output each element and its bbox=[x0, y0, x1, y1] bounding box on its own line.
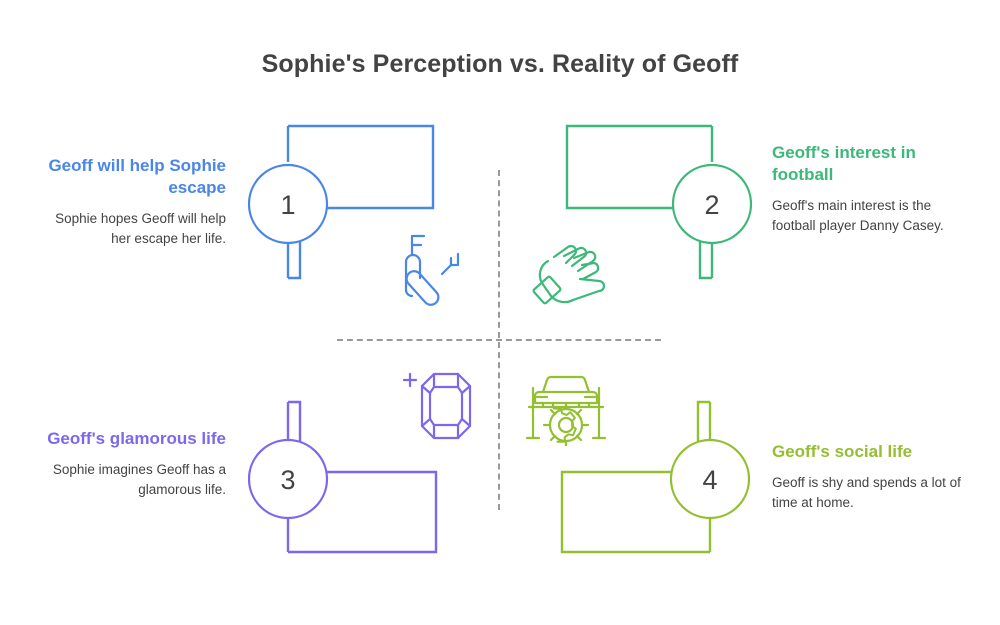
quadrant-shape-3[interactable]: 3 bbox=[248, 392, 448, 562]
quadrant-text-2: Geoff's interest in football Geoff's mai… bbox=[772, 142, 962, 235]
quadrant-number-1: 1 bbox=[280, 190, 295, 220]
page-title: Sophie's Perception vs. Reality of Geoff bbox=[261, 50, 739, 78]
quadrant-shape-1[interactable]: 1 bbox=[248, 118, 443, 288]
key-icon bbox=[404, 234, 460, 306]
divider-vertical bbox=[498, 170, 500, 510]
quadrant-number-4: 4 bbox=[702, 465, 717, 495]
quadrant-number-circle-4[interactable] bbox=[669, 438, 751, 520]
quadrant-number-circle-3[interactable] bbox=[248, 438, 329, 520]
glove-icon bbox=[532, 244, 606, 305]
quadrant-body-1: Sophie hopes Geoff will help her escape … bbox=[55, 211, 226, 246]
quadrant-shape-4[interactable]: 4 bbox=[552, 392, 752, 562]
quadrant-body-3: Sophie imagines Geoff has a glamorous li… bbox=[52, 462, 226, 497]
quadrant-heading-3: Geoff's glamorous life bbox=[47, 429, 226, 448]
quadrant-text-3: Geoff's glamorous life Sophie imagines G… bbox=[36, 428, 226, 499]
quadrant-text-4: Geoff's social life Geoff is shy and spe… bbox=[772, 441, 962, 512]
quadrant-heading-1: Geoff will help Sophie escape bbox=[48, 156, 226, 198]
gem-icon bbox=[402, 372, 472, 440]
quadrant-number-circle-1[interactable] bbox=[248, 163, 329, 245]
quadrant-body-2: Geoff's main interest is the football pl… bbox=[772, 198, 944, 233]
quadrant-body-4: Geoff is shy and spends a lot of time at… bbox=[772, 475, 961, 510]
quadrant-text-1: Geoff will help Sophie escape Sophie hop… bbox=[36, 155, 226, 248]
quadrant-shape-2[interactable]: 2 bbox=[557, 118, 752, 288]
quadrant-heading-2: Geoff's interest in football bbox=[772, 143, 916, 185]
quadrant-number-2: 2 bbox=[704, 190, 719, 220]
car-lift-gear-icon bbox=[525, 375, 607, 446]
quadrant-heading-4: Geoff's social life bbox=[772, 442, 913, 461]
quadrant-number-3: 3 bbox=[280, 465, 295, 495]
quadrant-number-circle-2[interactable] bbox=[671, 163, 752, 245]
